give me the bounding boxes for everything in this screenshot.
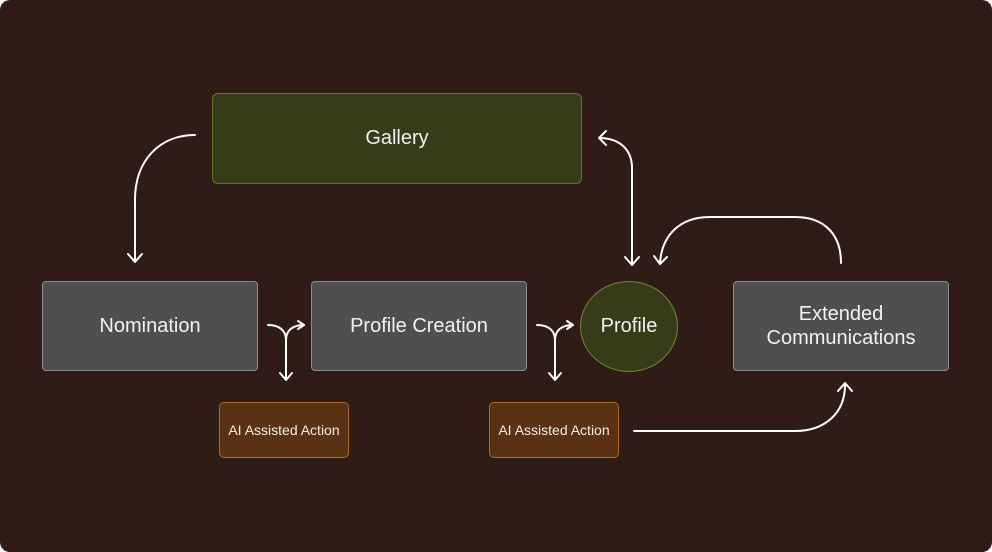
profile-node: Profile	[580, 281, 678, 372]
profile-creation-node: Profile Creation	[311, 281, 527, 371]
arrow-profile-gallery	[598, 130, 640, 266]
gallery-node: Gallery	[212, 93, 582, 184]
nomination-node: Nomination	[42, 281, 258, 371]
arrow-split-profile-creation	[536, 320, 574, 381]
arrow-ai-to-extended	[633, 382, 853, 432]
arrow-gallery-to-nomination	[127, 134, 196, 263]
ai-assisted-action-node-2: AI Assisted Action	[489, 402, 619, 458]
extended-communications-node: Extended Communications	[733, 281, 949, 371]
arrow-extended-to-profile	[653, 216, 842, 265]
arrow-split-nomination	[267, 320, 305, 381]
ai-assisted-action-node: AI Assisted Action	[219, 402, 349, 458]
